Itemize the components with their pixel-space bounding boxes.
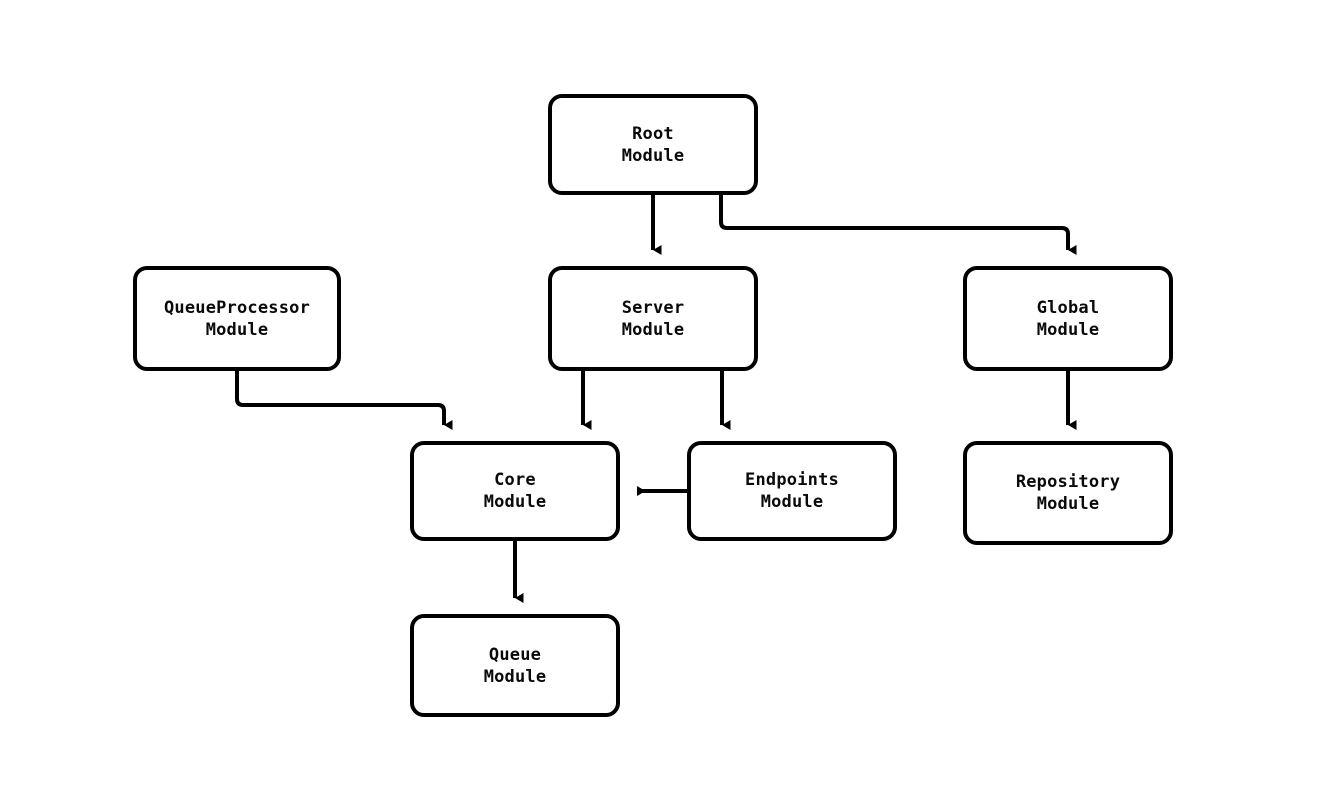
node-queueprocessor-module-label: QueueProcessor Module	[163, 297, 311, 340]
node-repository-module-label: Repository Module	[1015, 472, 1121, 514]
node-server-module-label: Server Module	[621, 297, 685, 340]
node-queue-module-label: Queue Module	[483, 644, 547, 687]
edge-root-to-global	[719, 195, 1077, 255]
node-root-module-label: Root Module	[621, 123, 685, 166]
node-endpoints-module[interactable]: Endpoints Module	[687, 441, 897, 541]
node-endpoints-module-label: Endpoints Module	[745, 470, 839, 512]
node-repository-module[interactable]: Repository Module	[963, 441, 1173, 545]
node-queue-module[interactable]: Queue Module	[410, 614, 620, 717]
node-global-module[interactable]: Global Module	[963, 266, 1173, 371]
node-root-module[interactable]: Root Module	[548, 94, 758, 195]
node-core-module-label: Core Module	[483, 470, 547, 512]
node-core-module[interactable]: Core Module	[410, 441, 620, 541]
node-global-module-label: Global Module	[1036, 297, 1100, 340]
node-queueprocessor-module[interactable]: QueueProcessor Module	[133, 266, 341, 371]
node-server-module[interactable]: Server Module	[548, 266, 758, 371]
edge-queueprocessor-to-core	[235, 371, 453, 430]
